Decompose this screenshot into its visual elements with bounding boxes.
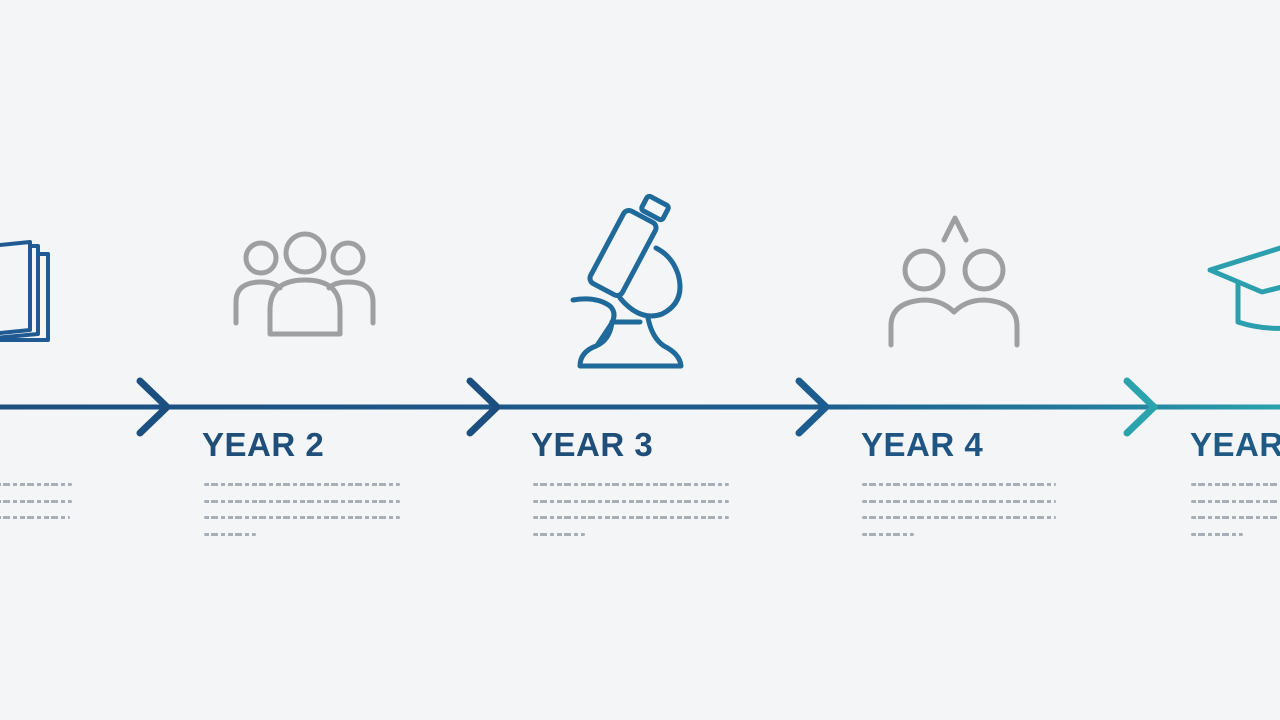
timeline-chevron-3 <box>795 377 830 437</box>
year-2-description <box>204 483 400 549</box>
microscope-icon <box>570 193 684 369</box>
year-5-label: YEAR <box>1190 426 1280 463</box>
timeline-chevron-1 <box>136 377 171 437</box>
year-4-description <box>862 483 1056 549</box>
book-icon <box>0 240 50 342</box>
year-3-label: YEAR 3 <box>531 426 654 463</box>
timeline-chevron-4 <box>1123 377 1158 437</box>
year-1-description <box>0 483 72 533</box>
year-2-label: YEAR 2 <box>202 426 325 463</box>
year-3-description <box>533 483 729 549</box>
year-5-description <box>1191 483 1280 549</box>
collaboration-icon <box>888 215 1020 348</box>
graduation-cap-icon <box>1207 245 1280 331</box>
group-people-icon <box>233 231 376 337</box>
timeline-chevron-2 <box>466 377 501 437</box>
year-4-label: YEAR 4 <box>861 426 984 463</box>
